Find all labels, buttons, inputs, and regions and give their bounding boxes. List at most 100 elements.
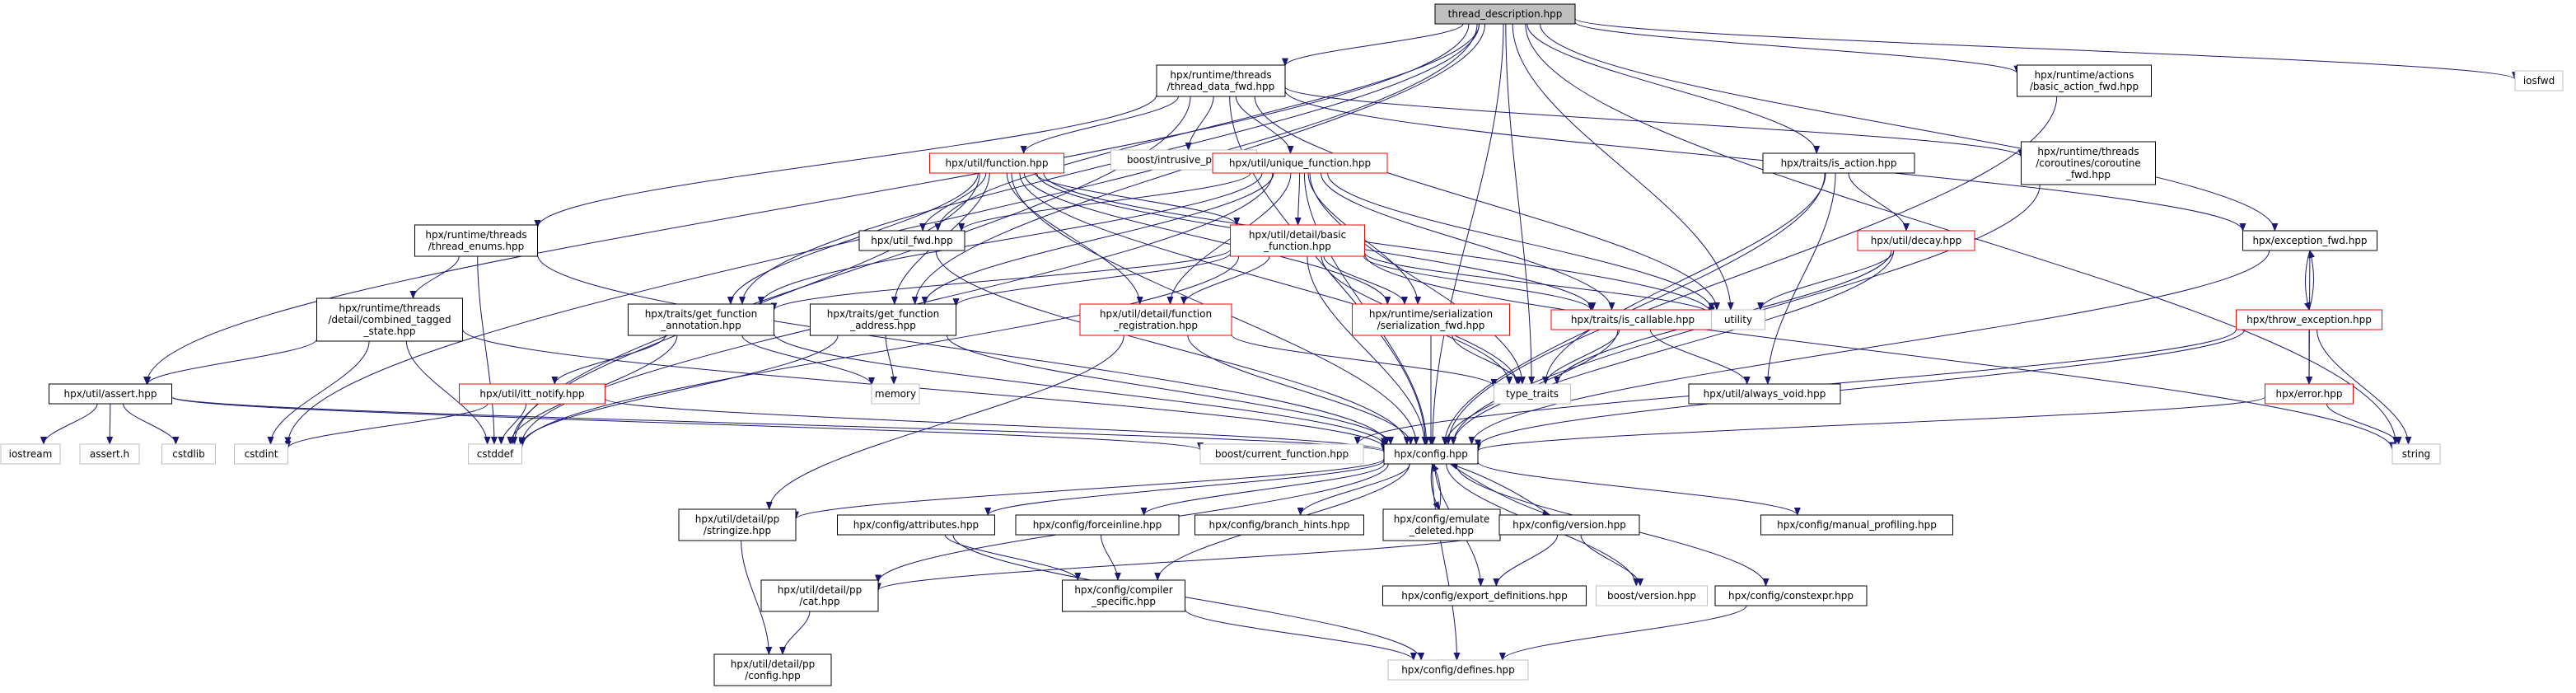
node-label: hpx/traits/is_action.hpp — [1781, 157, 1897, 169]
node-pp_config[interactable]: hpx/util/detail/pp/config.hpp — [713, 653, 832, 686]
edge-combined_tagged-to-config — [462, 329, 1387, 449]
node-error_hpp[interactable]: hpx/error.hpp — [2265, 383, 2354, 405]
edge-root-to-util_fwd — [934, 23, 1480, 232]
node-thread_data_fwd[interactable]: hpx/runtime/threads/thread_data_fwd.hpp — [1156, 64, 1286, 97]
node-defines: hpx/config/defines.hpp — [1387, 659, 1529, 681]
node-label: boost/version.hpp — [1607, 590, 1696, 602]
edge-thread_data_fwd-to-util_function — [1020, 96, 1179, 154]
edge-root-to-config — [1429, 23, 1504, 445]
node-label: thread_description.hpp — [1448, 8, 1563, 20]
node-basic_action_fwd[interactable]: hpx/runtime/actions/basic_action_fwd.hpp — [2017, 64, 2152, 97]
node-manual_profiling[interactable]: hpx/config/manual_profiling.hpp — [1760, 514, 1953, 536]
node-cstdlib: cstdlib — [161, 443, 216, 465]
edge-thread_enums-to-combined_tagged — [409, 255, 460, 299]
edge-util_function-to-basic_function — [1035, 172, 1241, 226]
node-box — [468, 443, 522, 465]
edge-throw_exception-to-string — [2317, 329, 2412, 445]
node-type_traits: type_traits — [1494, 383, 1571, 405]
edge-root-to-type_traits — [1505, 23, 1536, 385]
edge-config_version-to-config — [1449, 463, 1550, 516]
node-root[interactable]: thread_description.hpp — [1434, 3, 1576, 25]
node-branch_hints[interactable]: hpx/config/branch_hints.hpp — [1194, 514, 1364, 536]
edge-throw_exception-to-config — [1475, 329, 2246, 448]
node-get_function_address[interactable]: hpx/traits/get_function_address.hpp — [810, 303, 956, 336]
node-box — [1382, 585, 1587, 606]
edge-basic_function-to-serialization_fwd — [1323, 255, 1408, 305]
node-label: boost/current_function.hpp — [1215, 448, 1349, 460]
node-exception_fwd[interactable]: hpx/exception_fwd.hpp — [2242, 230, 2377, 251]
node-box — [1199, 443, 1364, 465]
node-itt_notify[interactable]: hpx/util/itt_notify.hpp — [459, 383, 605, 405]
node-coroutine_fwd[interactable]: hpx/runtime/threads/coroutines/coroutine… — [2021, 141, 2156, 185]
node-config[interactable]: hpx/config.hpp — [1383, 443, 1479, 465]
node-pp_cat[interactable]: hpx/util/detail/pp/cat.hpp — [760, 579, 879, 612]
node-is_callable[interactable]: hpx/traits/is_callable.hpp — [1550, 309, 1715, 330]
edge-emulate_deleted-to-config — [1432, 463, 1442, 510]
node-compiler_specific[interactable]: hpx/config/compiler_specific.hpp — [1062, 579, 1185, 612]
node-box — [2265, 383, 2354, 405]
node-util_assert[interactable]: hpx/util/assert.hpp — [49, 383, 172, 405]
node-util_fwd[interactable]: hpx/util_fwd.hpp — [858, 230, 965, 251]
node-function_registration[interactable]: hpx/util/detail/function_registration.hp… — [1079, 303, 1232, 336]
node-forceinline[interactable]: hpx/config/forceinline.hpp — [1015, 514, 1180, 536]
node-decay[interactable]: hpx/util/decay.hpp — [1857, 230, 1975, 251]
edge-basic_function-to-function_registration — [1180, 255, 1270, 305]
edge-basic_function-to-config — [1307, 255, 1428, 445]
edge-get_function_address-to-memory — [885, 335, 897, 385]
node-serialization_fwd[interactable]: hpx/runtime/serialization/serialization_… — [1352, 303, 1510, 336]
node-label: hpx/config/attributes.hpp — [853, 519, 979, 531]
node-label: _specific.hpp — [1091, 596, 1156, 607]
node-label: hpx/config/version.hpp — [1512, 519, 1626, 531]
edge-get_function_annotation-to-itt_notify — [551, 335, 666, 385]
node-combined_tagged[interactable]: hpx/runtime/threads/detail/combined_tagg… — [316, 297, 463, 342]
edge-thread_enums-to-cstddef — [477, 255, 498, 445]
edge-util_function-to-serialization_fwd — [1023, 172, 1391, 305]
edge-itt_notify-to-cstddef — [498, 403, 527, 445]
node-unique_function[interactable]: hpx/util/unique_function.hpp — [1212, 152, 1388, 174]
node-constexpr[interactable]: hpx/config/constexpr.hpp — [1714, 585, 1868, 606]
edge-util_function-to-type_traits — [1019, 172, 1513, 385]
edge-unique_function-to-util_fwd — [958, 172, 1251, 232]
node-export_definitions[interactable]: hpx/config/export_definitions.hpp — [1382, 585, 1587, 606]
node-box — [1212, 152, 1388, 174]
node-label: hpx/runtime/threads — [425, 229, 526, 241]
node-label: /basic_action_fwd.hpp — [2030, 81, 2139, 92]
edge-unique_function-to-utility — [1327, 172, 1715, 311]
edge-util_assert-to-current_function — [171, 396, 1204, 451]
node-label: hpx/util/detail/function — [1100, 308, 1212, 320]
node-emulate_deleted[interactable]: hpx/config/emulate_deleted.hpp — [1382, 508, 1501, 541]
node-util_function[interactable]: hpx/util/function.hpp — [929, 152, 1064, 174]
edge-thread_data_fwd-to-intrusive_ptr — [1185, 96, 1214, 151]
node-box — [234, 443, 288, 465]
node-box — [678, 508, 797, 541]
edge-root-to-thread_data_fwd — [1282, 23, 1464, 67]
node-label: hpx/util/function.hpp — [945, 157, 1048, 169]
node-label: hpx/config/manual_profiling.hpp — [1777, 519, 1937, 531]
node-label: hpx/util/unique_function.hpp — [1229, 157, 1371, 169]
edge-itt_notify-to-cstdint — [284, 403, 489, 449]
node-throw_exception[interactable]: hpx/throw_exception.hpp — [2236, 309, 2382, 330]
edge-util_function-to-utility — [1043, 172, 1715, 316]
node-thread_enums[interactable]: hpx/runtime/threads/thread_enums.hpp — [414, 224, 538, 257]
node-box — [79, 443, 140, 465]
node-config_version[interactable]: hpx/config/version.hpp — [1498, 514, 1640, 536]
node-box — [1711, 309, 1765, 330]
edge-unique_function-to-get_function_annotation — [757, 172, 1263, 305]
node-label: hpx/config.hpp — [1394, 448, 1468, 460]
node-label: /config.hpp — [745, 670, 800, 681]
edge-root-to-is_action — [1526, 23, 1821, 154]
node-label: hpx/runtime/threads — [2037, 146, 2139, 157]
edge-function_registration-to-config — [1187, 335, 1414, 445]
node-label: hpx/util_fwd.hpp — [871, 235, 952, 246]
node-attributes[interactable]: hpx/config/attributes.hpp — [837, 514, 995, 536]
node-box — [1079, 303, 1232, 336]
node-label: utility — [1724, 314, 1752, 325]
node-label: /stringize.hpp — [704, 525, 771, 536]
node-box — [1382, 508, 1501, 541]
node-label: _registration.hpp — [1113, 320, 1198, 331]
node-is_action[interactable]: hpx/traits/is_action.hpp — [1762, 152, 1915, 174]
node-always_void[interactable]: hpx/util/always_void.hpp — [1688, 383, 1841, 405]
node-get_function_annotation[interactable]: hpx/traits/get_function_annotation.hpp — [628, 303, 774, 336]
node-basic_function[interactable]: hpx/util/detail/basic_function.hpp — [1230, 224, 1365, 257]
node-stringize[interactable]: hpx/util/detail/pp/stringize.hpp — [678, 508, 797, 541]
